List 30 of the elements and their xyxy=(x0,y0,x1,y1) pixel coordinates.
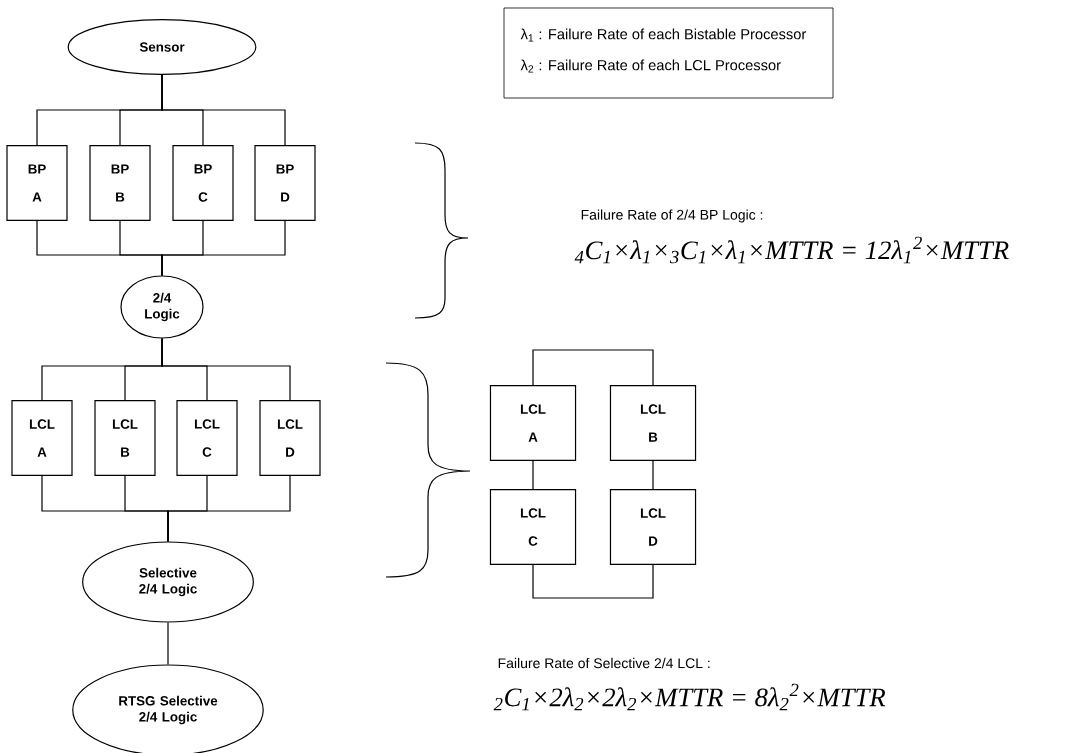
formula: $_{4}$C$_{1}$×λ$_{1}$×$_{3}$C$_{1}$×λ$_{1}$×MTTR = 12λ$_{1}$$^{2}$×MTTR xyxy=(574,236,1009,264)
connector-line xyxy=(532,460,534,490)
process-box: BP A xyxy=(6,144,68,222)
ellipse-node: Selective 2/4 Logic xyxy=(82,541,254,623)
process-box: LCL B xyxy=(609,384,697,462)
connector-line xyxy=(161,220,286,276)
process-box: LCL A xyxy=(489,384,577,462)
formula: $_{2}$C$_{1}$×2λ$_{2}$×2λ$_{2}$×MTTR = 8λ$_{2}$$^{2}$×MTTR xyxy=(493,683,886,711)
connector-line xyxy=(167,622,169,665)
connector-line xyxy=(161,338,291,401)
legend-text: λ$_{1}$ : Failure Rate of each Bistable Processor xyxy=(520,28,807,42)
process-box: BP B xyxy=(89,144,151,222)
connector-line xyxy=(652,460,654,490)
process-box: BP C xyxy=(172,144,234,222)
process-box: LCL C xyxy=(489,488,577,566)
process-box: LCL C xyxy=(176,399,238,477)
ellipse-node: 2/4 Logic xyxy=(120,275,204,339)
caption-text: Failure Rate of 2/4 BP Logic : xyxy=(581,209,763,223)
legend-text: λ$_{2}$ : Failure Rate of each LCL Processor xyxy=(520,59,781,73)
process-box: LCL B xyxy=(94,399,156,477)
connector-line xyxy=(532,564,654,599)
ellipse-node: Sensor xyxy=(67,18,257,76)
caption-text: Failure Rate of Selective 2/4 LCL : xyxy=(498,657,710,669)
process-box: LCL D xyxy=(609,488,697,566)
connector-line xyxy=(532,349,654,386)
connector-line xyxy=(161,74,286,146)
process-box: BP D xyxy=(254,144,316,222)
connector-line xyxy=(167,475,291,542)
process-box: LCL A xyxy=(11,399,73,477)
process-box: LCL D xyxy=(259,399,321,477)
